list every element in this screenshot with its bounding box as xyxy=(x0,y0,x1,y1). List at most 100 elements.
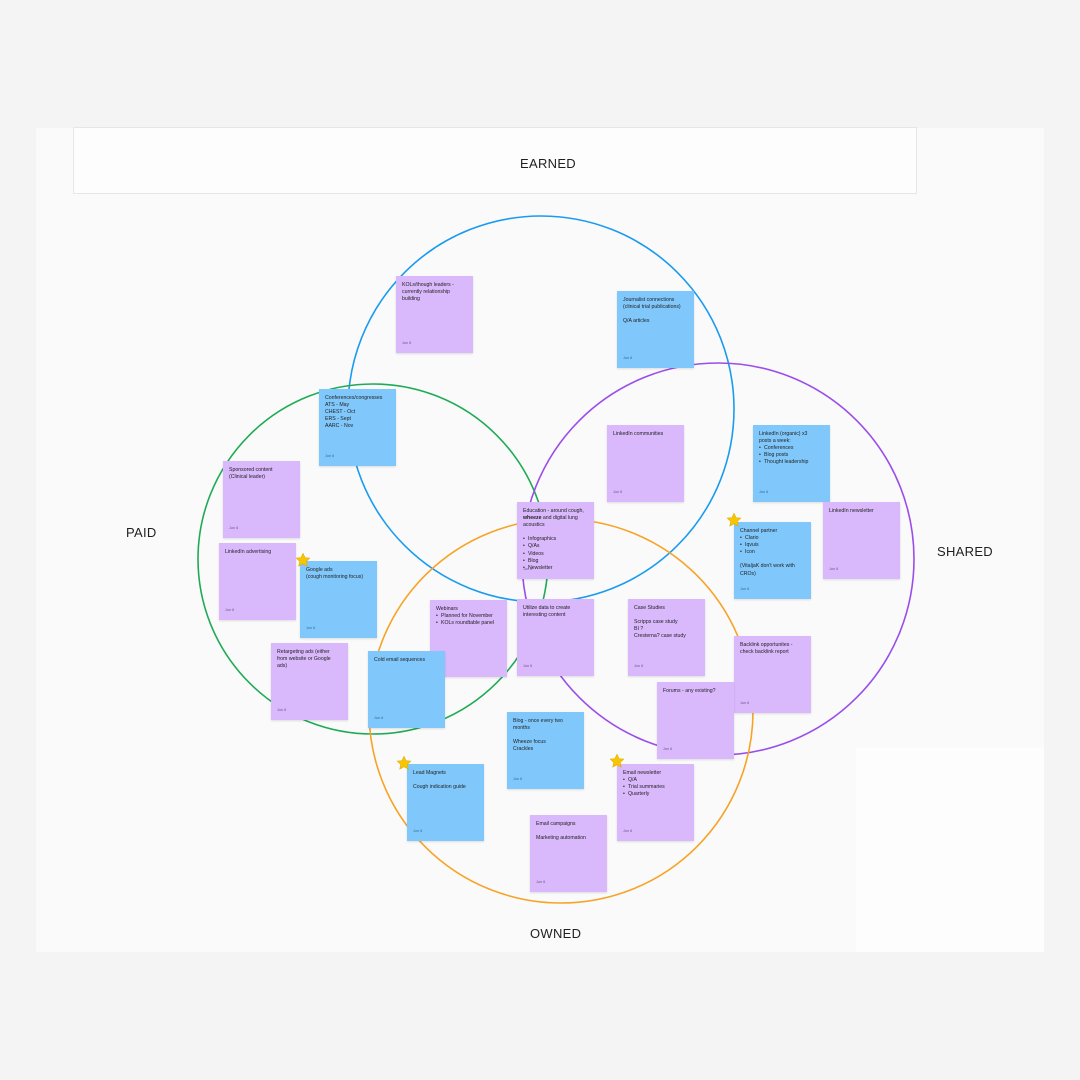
note-date: Jun 6 xyxy=(402,340,412,345)
note-text-line: BI ? xyxy=(634,626,644,633)
note-date: Jun 6 xyxy=(613,489,623,494)
note-text-line: Cresterna? case study xyxy=(634,633,686,640)
note-text-line: Clario xyxy=(740,535,805,542)
note-text-line: (Clinical leader) xyxy=(229,474,266,481)
note-text-line: Newsletter xyxy=(523,565,588,572)
note-text-line: Lead Magnets xyxy=(413,770,446,776)
sticky-note-sponsored[interactable]: Sponsored content(Clinical leader) Jun 6 xyxy=(223,461,300,538)
sticky-note-education[interactable]: Education - around cough,wheeze and digi… xyxy=(517,502,594,579)
note-text-line: Retargeting ads (either xyxy=(277,649,330,655)
note-text-line: Sponsored content xyxy=(229,467,273,473)
note-date: Jun 6 xyxy=(634,663,644,668)
note-text-line: Iqvuis xyxy=(740,542,805,549)
note-date: Jun 6 xyxy=(277,707,287,712)
note-date: Jun 6 xyxy=(225,607,235,612)
note-text-line: Email campaigns xyxy=(536,821,576,827)
star-icon xyxy=(609,753,625,768)
note-text-line xyxy=(513,732,578,739)
note-text-line: Planned for November xyxy=(436,613,501,620)
note-text-line: Crackles xyxy=(513,746,534,753)
note-text-line xyxy=(536,828,601,835)
note-text-line: Conferences/congresses xyxy=(325,395,383,401)
note-text-line: Q/A articles xyxy=(623,318,650,325)
note-text-line: CHEST - Oct xyxy=(325,409,356,416)
note-date: Jun 6 xyxy=(513,776,523,781)
note-text-line: Q/As xyxy=(523,543,588,550)
note-text-line: Quarterly xyxy=(623,791,688,798)
note-text-line: Wheeze focus xyxy=(513,739,546,746)
note-text-line: (VitaljaK don't work with xyxy=(740,563,795,570)
canvas-patch xyxy=(856,748,1044,952)
note-date: Jun 6 xyxy=(740,700,750,705)
note-date: Jun 6 xyxy=(829,566,839,571)
note-date: Jun 6 xyxy=(536,879,546,884)
star-icon xyxy=(295,552,311,567)
sticky-note-backlink[interactable]: Backlink opportunites -check backlink re… xyxy=(734,636,811,713)
note-text-line: Channel partner xyxy=(740,528,778,534)
note-date: Jun 6 xyxy=(523,663,533,668)
note-text-line: Backlink opportunites - xyxy=(740,642,793,648)
note-text-line: LinkedIn advertising xyxy=(225,549,272,555)
note-text-line: (clinical trial publications) xyxy=(623,304,681,311)
note-text-line: Google ads xyxy=(306,567,333,573)
note-date: Jun 6 xyxy=(374,715,384,720)
note-text-line: KOLs roundtable panel xyxy=(436,620,501,627)
note-text-line: Education - around cough, xyxy=(523,508,584,514)
earned-label: EARNED xyxy=(520,156,576,171)
note-text-line: Email newsletter xyxy=(623,770,662,776)
note-text-line: ads) xyxy=(277,663,288,670)
note-text-line: (cough monitoring focus) xyxy=(306,574,364,581)
sticky-note-google-ads[interactable]: Google ads(cough monitoring focus)Jun 6 xyxy=(300,561,377,638)
note-text-line: acoustics xyxy=(523,522,545,529)
note-text-line: posts a week: xyxy=(759,438,791,445)
sticky-note-channel-partner[interactable]: Channel partnerClarioIqvuisIcon(VitaljaK… xyxy=(734,522,811,599)
note-text-line: Thought leadership xyxy=(759,459,824,466)
note-text-line: from website or Google xyxy=(277,656,331,663)
note-text-line: Case Studies xyxy=(634,605,665,611)
note-text-line: LinkedIn communities xyxy=(613,431,664,437)
earned-header-frame xyxy=(73,127,917,194)
note-text-line: Blog xyxy=(523,558,588,565)
star-icon xyxy=(396,755,412,770)
note-date: Jun 6 xyxy=(623,828,633,833)
note-text-line: Cold email sequences xyxy=(374,657,426,663)
note-text-line: Blog - once every two xyxy=(513,718,563,724)
note-text-line: wheeze and digital lung xyxy=(523,515,578,522)
note-text-line xyxy=(413,777,478,784)
sticky-note-journalist[interactable]: Journalist connections(clinical trial pu… xyxy=(617,291,694,368)
sticky-note-email-newsletter[interactable]: Email newsletterQ/ATrial summariesQuarte… xyxy=(617,764,694,841)
note-text-line xyxy=(523,529,588,536)
note-date: Jun 6 xyxy=(229,525,239,530)
note-date: Jun 6 xyxy=(623,355,633,360)
owned-label: OWNED xyxy=(530,926,582,941)
note-text-line xyxy=(634,612,699,619)
note-text-line: Infographics xyxy=(523,536,588,543)
note-date: Jun 6 xyxy=(663,746,673,751)
note-text-line: check backlink report xyxy=(740,649,789,656)
sticky-note-kols[interactable]: KOLs/though leaders -currently relations… xyxy=(396,276,473,353)
note-text-line: Utilize data to create xyxy=(523,605,571,611)
note-text-line: ATS - May xyxy=(325,402,350,409)
note-date: Jun 6 xyxy=(325,453,335,458)
note-date: Jun 6 xyxy=(413,828,423,833)
note-text-line: Journalist connections xyxy=(623,297,675,303)
note-text-line: Scripps case study xyxy=(634,619,678,626)
star-icon xyxy=(726,512,742,527)
paid-label: PAID xyxy=(126,525,157,540)
note-text-line: KOLs/though leaders - xyxy=(402,282,454,288)
note-text-line: LinkedIn newsletter xyxy=(829,508,874,514)
sticky-note-forums[interactable]: Forums - any existing? Jun 6 xyxy=(657,682,734,759)
note-text-line: Forums - any existing? xyxy=(663,688,716,694)
